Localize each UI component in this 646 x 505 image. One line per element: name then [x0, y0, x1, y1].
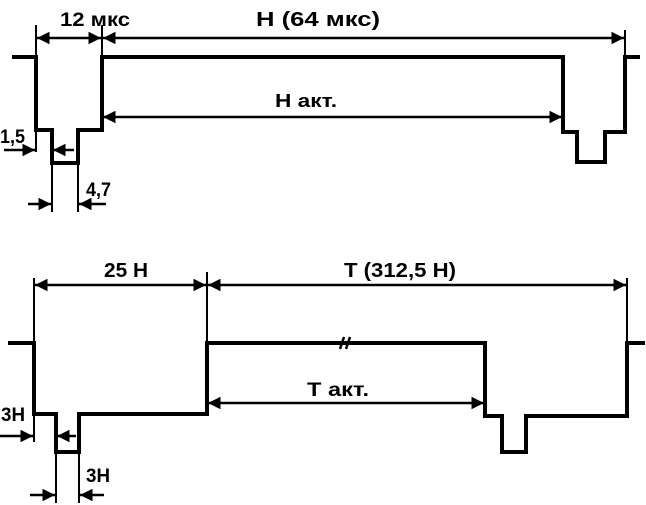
field-signal-waveform: [8, 341, 645, 454]
front-porch-label: 1,5: [0, 127, 25, 148]
line-period-label: Н (64 мкс): [256, 9, 380, 31]
front-porch-label: 3Н: [1, 405, 25, 426]
sync-pulse-label: 4,7: [86, 180, 111, 201]
blanking-label: 25 Н: [104, 260, 148, 282]
field-signal-diagram: 25 Н Т (312,5 Н) Т акт. 3Н 3Н: [0, 260, 645, 503]
break-mark: [338, 336, 352, 350]
line-signal-diagram: 12 мкс Н (64 мкс) Н акт. 1,5 4,7: [0, 9, 640, 212]
line-signal-waveform: [12, 55, 640, 165]
field-period-label: Т (312,5 Н): [344, 260, 456, 282]
active-field-label: Т акт.: [307, 380, 369, 401]
sync-width-label: 12 мкс: [60, 10, 130, 31]
active-line-label: Н акт.: [275, 91, 337, 111]
sync-pulse-label: 3Н: [86, 466, 110, 487]
